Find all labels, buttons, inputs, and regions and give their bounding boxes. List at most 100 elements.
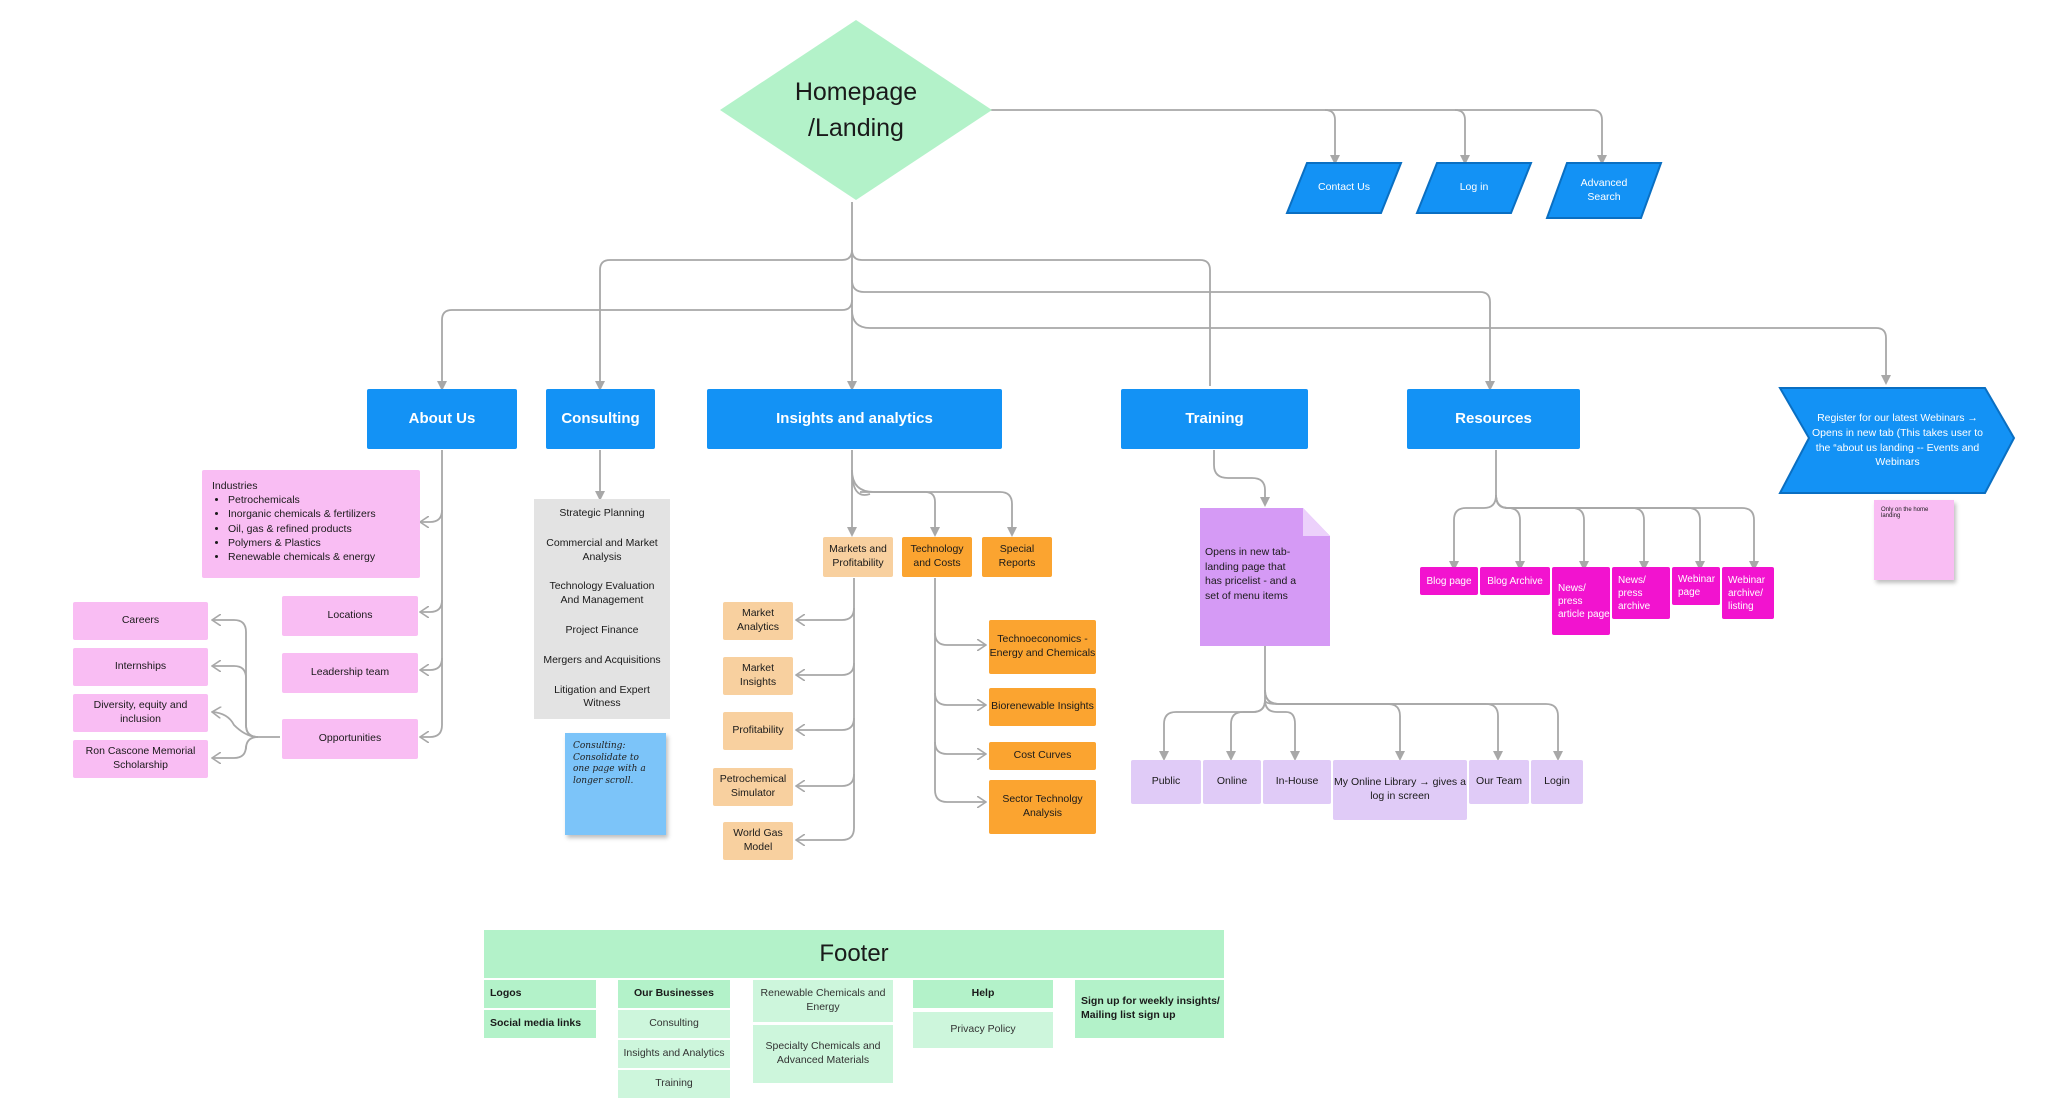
consulting-item[interactable]: Mergers and Acquisitions [534,653,670,668]
blog-page-label: Blog page [1426,575,1472,587]
locations-label: Locations [327,609,373,622]
training-note-shape [1200,508,1330,646]
locations-node[interactable]: Locations [282,596,418,636]
market-analytics-node[interactable]: Market Analytics [723,602,793,640]
opportunities-node[interactable]: Opportunities [282,719,418,759]
advanced-search-node[interactable]: Advanced Search [1557,163,1651,218]
training-library-node[interactable]: My Online Library → gives a log in scree… [1333,760,1467,820]
footer-renewable-link[interactable]: Renewable Chemicals and Energy [753,980,893,1022]
homepage-diamond-shape [720,20,992,200]
careers-label: Careers [121,614,160,627]
footer-privacy-label: Privacy Policy [950,1023,1016,1036]
training-public-label: Public [1151,775,1181,788]
insights-analytics-label: Insights and analytics [776,410,933,428]
footer-consulting-link[interactable]: Consulting [618,1010,730,1038]
resources-label: Resources [1455,410,1532,428]
webinar-page-node[interactable]: Webinar page [1672,567,1720,605]
footer-help[interactable]: Help [913,980,1053,1008]
diversity-node[interactable]: Diversity, equity and inclusion [73,694,208,732]
blog-archive-label: Blog Archive [1487,575,1543,587]
opportunities-label: Opportunities [318,732,382,745]
log-in-node[interactable]: Log in [1427,163,1521,213]
webinars-shape [1778,387,2016,494]
training-note-label: Opens in new tab- landing page that has … [1205,546,1297,603]
webinar-archive-node[interactable]: Webinar archive/ listing [1722,567,1774,619]
profitability-label: Profitability [732,724,784,737]
consulting-item[interactable]: Litigation and Expert Witness [534,683,670,711]
leadership-team-label: Leadership team [310,666,390,679]
resources-node[interactable]: Resources [1407,389,1580,449]
footer-training-label: Training [655,1077,693,1090]
contact-us-node[interactable]: Contact Us [1297,163,1391,213]
webinar-sticky-text: Only on the home landing [1881,507,1929,519]
industry-item: Petrochemicals [228,493,410,507]
news-article-node[interactable]: News/ press article page [1552,567,1610,635]
consulting-sticky-note[interactable]: Consulting: Consolidate to one page with… [565,733,666,835]
webinar-sticky-note[interactable]: Only on the home landing [1874,500,1954,580]
footer-title: Footer [484,930,1224,978]
training-login-label: Login [1544,775,1570,788]
footer-training-link[interactable]: Training [618,1070,730,1098]
log-in-label: Log in [1459,181,1489,194]
sector-technology-label: Sector Technolgy Analysis [1002,793,1083,819]
training-library-label: My Online Library → gives a log in scree… [1334,776,1466,802]
consulting-node[interactable]: Consulting [546,389,655,449]
cost-curves-node[interactable]: Cost Curves [989,742,1096,770]
biorenewable-insights-node[interactable]: Biorenewable Insights [989,688,1096,726]
blog-archive-node[interactable]: Blog Archive [1480,567,1550,595]
homepage-node[interactable]: Homepage /Landing [760,70,952,150]
profitability-node[interactable]: Profitability [723,712,793,750]
industry-item: Oil, gas & refined products [228,522,410,536]
footer-signup[interactable]: Sign up for weekly insights/ Mailing lis… [1075,980,1224,1038]
markets-profitability-node[interactable]: Markets and Profitability [823,537,893,577]
training-note-node[interactable]: Opens in new tab- landing page that has … [1205,545,1300,611]
footer-logos-label: Logos [490,987,522,1000]
footer-renewable-label: Renewable Chemicals and Energy [760,987,886,1013]
leadership-team-node[interactable]: Leadership team [282,653,418,693]
about-us-node[interactable]: About Us [367,389,517,449]
market-analytics-label: Market Analytics [736,607,779,633]
industry-item: Polymers & Plastics [228,536,410,550]
internships-node[interactable]: Internships [73,648,208,686]
advanced-search-shape [1545,162,1663,219]
training-node[interactable]: Training [1121,389,1308,449]
training-public-node[interactable]: Public [1131,760,1201,804]
industry-item: Renewable chemicals & energy [228,550,410,564]
training-online-node[interactable]: Online [1203,760,1261,804]
footer-our-businesses-label: Our Businesses [634,987,714,1000]
careers-node[interactable]: Careers [73,602,208,640]
training-inhouse-label: In-House [1275,775,1319,788]
consulting-item[interactable]: Commercial and Market Analysis [534,536,670,565]
training-inhouse-node[interactable]: In-House [1263,760,1331,804]
footer-privacy-link[interactable]: Privacy Policy [913,1012,1053,1048]
sector-technology-node[interactable]: Sector Technolgy Analysis [989,780,1096,834]
footer-insights-link[interactable]: Insights and Analytics [618,1040,730,1068]
footer-specialty-link[interactable]: Specialty Chemicals and Advanced Materia… [753,1025,893,1083]
market-insights-node[interactable]: Market Insights [723,657,793,695]
insights-analytics-node[interactable]: Insights and analytics [707,389,1002,449]
world-gas-model-node[interactable]: World Gas Model [723,822,793,860]
footer-our-businesses[interactable]: Our Businesses [618,980,730,1008]
consulting-item[interactable]: Project Finance [534,623,670,638]
special-reports-node[interactable]: Special Reports [982,537,1052,577]
consulting-item[interactable]: Strategic Planning [534,507,670,521]
consulting-item[interactable]: Technology Evaluation And Management [534,580,670,608]
training-login-node[interactable]: Login [1531,760,1583,804]
webinars-node[interactable]: Register for our latest Webinars → Opens… [1805,388,1990,493]
industries-list: Petrochemicals Inorganic chemicals & fer… [212,493,410,564]
technoeconomics-node[interactable]: Technoeconomics - Energy and Chemicals [989,620,1096,674]
footer-title-label: Footer [819,940,889,968]
news-archive-node[interactable]: News/ press archive [1612,567,1670,619]
training-our-team-node[interactable]: Our Team [1469,760,1529,804]
scholarship-node[interactable]: Ron Cascone Memorial Scholarship [73,740,208,778]
advanced-search-label-2: Search [1587,190,1621,203]
scholarship-label: Ron Cascone Memorial Scholarship [85,745,196,771]
footer-social[interactable]: Social media links [484,1010,596,1038]
technology-costs-node[interactable]: Technology and Costs [902,537,972,577]
footer-social-label: Social media links [490,1017,582,1030]
blog-page-node[interactable]: Blog page [1420,567,1478,595]
footer-logos[interactable]: Logos [484,980,596,1008]
industries-box[interactable]: Industries Petrochemicals Inorganic chem… [202,470,420,578]
petrochemical-simulator-node[interactable]: Petrochemical Simulator [713,768,793,806]
